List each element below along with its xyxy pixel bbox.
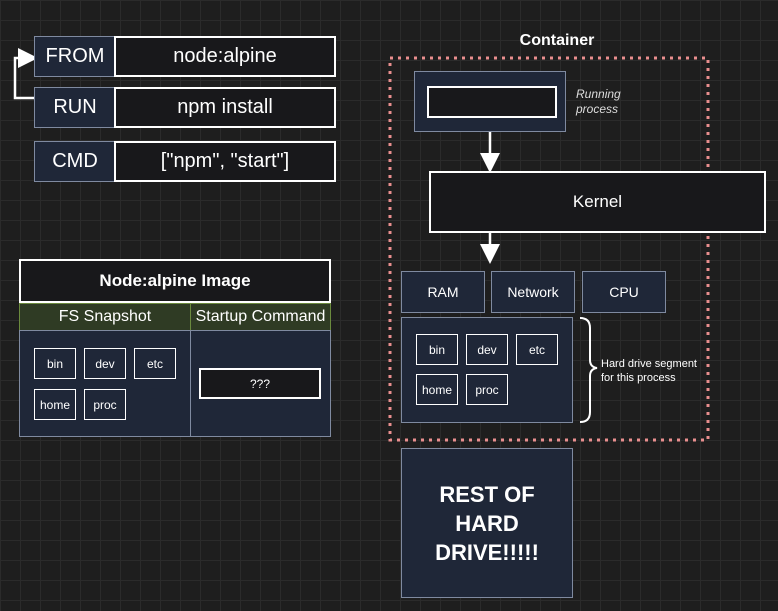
container-folder-dev-label: dev	[477, 343, 496, 357]
image-folder-dev-label: dev	[95, 357, 114, 371]
rest-of-hard-drive-label: REST OF HARD DRIVE!!!!!	[424, 480, 550, 567]
container-folder-bin-label: bin	[429, 343, 445, 357]
loop-arrow	[15, 58, 34, 98]
container-folder-proc-label: proc	[475, 383, 498, 397]
instruction-cmd: CMD	[34, 141, 116, 182]
image-folder-home: home	[34, 389, 76, 420]
container-folder-dev: dev	[466, 334, 508, 365]
fs-snapshot-panel	[19, 330, 191, 437]
image-folder-home-label: home	[40, 398, 70, 412]
startup-command-value-label: ???	[250, 377, 270, 391]
argument-cmd: ["npm", "start"]	[114, 141, 336, 182]
resource-ram: RAM	[401, 271, 485, 313]
container-folder-bin: bin	[416, 334, 458, 365]
hard-drive-segment	[401, 317, 573, 423]
resource-cpu: CPU	[582, 271, 666, 313]
image-folder-proc-label: proc	[93, 398, 116, 412]
container-title: Container	[450, 29, 664, 53]
resource-network-label: Network	[507, 284, 558, 300]
image-folder-bin: bin	[34, 348, 76, 379]
argument-cmd-label: ["npm", "start"]	[161, 150, 289, 173]
instruction-run: RUN	[34, 87, 116, 128]
image-folder-proc: proc	[84, 389, 126, 420]
instruction-from: FROM	[34, 36, 116, 77]
argument-from-label: node:alpine	[173, 45, 276, 68]
image-title: Node:alpine Image	[99, 271, 250, 291]
argument-from: node:alpine	[114, 36, 336, 77]
image-folder-etc-label: etc	[147, 357, 163, 371]
kernel-label: Kernel	[573, 192, 622, 212]
image-folder-bin-label: bin	[47, 357, 63, 371]
container-folder-proc: proc	[466, 374, 508, 405]
fs-snapshot-header: FS Snapshot	[19, 303, 191, 331]
image-folder-dev: dev	[84, 348, 126, 379]
segment-label: Hard drive segment for this process	[601, 357, 705, 385]
running-process-label: Running process	[576, 87, 636, 117]
instruction-cmd-label: CMD	[52, 150, 98, 173]
container-folder-home: home	[416, 374, 458, 405]
running-process-slot	[427, 86, 557, 118]
container-folder-etc: etc	[516, 334, 558, 365]
resource-cpu-label: CPU	[609, 284, 639, 300]
container-title-label: Container	[520, 32, 595, 50]
resource-network: Network	[491, 271, 575, 313]
startup-command-header-label: Startup Command	[196, 308, 326, 326]
fs-snapshot-header-label: FS Snapshot	[59, 308, 152, 326]
startup-command-value: ???	[199, 368, 321, 399]
kernel-box: Kernel	[429, 171, 766, 233]
container-folder-etc-label: etc	[529, 343, 545, 357]
argument-run-label: npm install	[177, 96, 273, 119]
image-folder-etc: etc	[134, 348, 176, 379]
startup-command-header: Startup Command	[190, 303, 331, 331]
resource-ram-label: RAM	[427, 284, 458, 300]
segment-brace	[580, 318, 597, 422]
instruction-from-label: FROM	[46, 45, 105, 68]
image-title-box: Node:alpine Image	[19, 259, 331, 303]
argument-run: npm install	[114, 87, 336, 128]
instruction-run-label: RUN	[53, 96, 96, 119]
rest-of-hard-drive: REST OF HARD DRIVE!!!!!	[401, 448, 573, 598]
container-folder-home-label: home	[422, 383, 452, 397]
